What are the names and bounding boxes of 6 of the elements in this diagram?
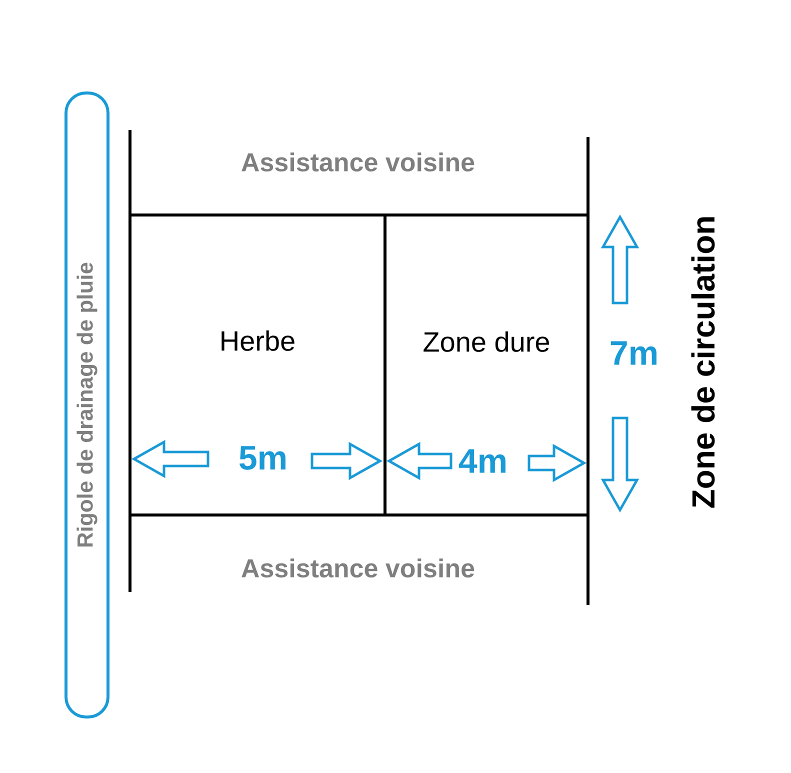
dimension-label: 4m [458,449,506,473]
dimension-label: 5m [239,446,286,470]
drainage-channel: Rigole de drainage de pluie [64,92,110,718]
area-label: Assistance voisine [242,152,474,172]
area-label: Assistance voisine [242,558,474,578]
area-label: Zone de circulation [691,217,715,508]
